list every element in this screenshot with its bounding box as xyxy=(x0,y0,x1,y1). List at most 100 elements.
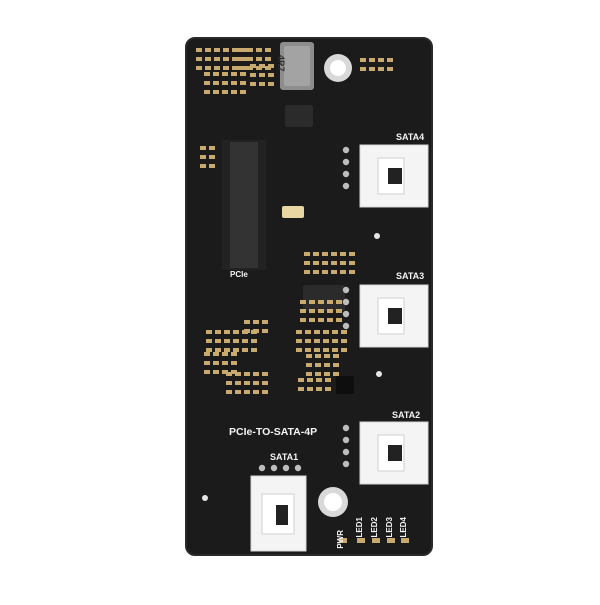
connector-pin xyxy=(294,464,302,472)
smd-pad xyxy=(298,387,304,391)
smd-pad xyxy=(378,58,384,62)
smd-pad xyxy=(341,348,347,352)
inductor xyxy=(280,42,314,90)
smd-pad xyxy=(259,64,265,68)
smd-pad xyxy=(200,155,206,159)
smd-pad xyxy=(253,372,259,376)
smd-pad xyxy=(196,48,202,52)
smd-pad xyxy=(224,348,230,352)
smd-pad xyxy=(268,82,274,86)
smd-pad xyxy=(226,372,232,376)
smd-pad xyxy=(231,72,237,76)
smd-pad xyxy=(251,339,257,343)
smd-pad xyxy=(305,339,311,343)
mounting-hole-bottom xyxy=(318,487,348,517)
smd-pad xyxy=(204,81,210,85)
smd-pad xyxy=(222,361,228,365)
smd-pad xyxy=(253,381,259,385)
connector-pin xyxy=(342,170,350,178)
smd-pad xyxy=(318,318,324,322)
smd-pad xyxy=(316,378,322,382)
smd-pad xyxy=(235,390,241,394)
connector-pins xyxy=(258,146,350,472)
smd-pad xyxy=(333,354,339,358)
smd-pad xyxy=(205,48,211,52)
smd-pad xyxy=(323,348,329,352)
smd-pad xyxy=(314,348,320,352)
smd-pad xyxy=(242,339,248,343)
smd-pad xyxy=(309,300,315,304)
smd-pad xyxy=(309,309,315,313)
smd-pad xyxy=(209,164,215,168)
smd-pad xyxy=(341,330,347,334)
via-holes xyxy=(202,233,382,501)
smd-pad xyxy=(262,320,268,324)
smd-pad xyxy=(213,72,219,76)
smd-pad xyxy=(222,72,228,76)
connector-pin xyxy=(342,158,350,166)
smd-pad xyxy=(244,329,250,333)
smd-pad xyxy=(200,164,206,168)
smd-pad xyxy=(316,387,322,391)
smd-pad xyxy=(213,361,219,365)
smd-pad xyxy=(247,57,253,61)
smd-pad xyxy=(196,57,202,61)
smd-pad xyxy=(253,390,259,394)
smd-pad xyxy=(300,309,306,313)
connector-pin xyxy=(342,424,350,432)
led-row xyxy=(339,538,409,543)
smd-pad xyxy=(318,300,324,304)
sata3-connector xyxy=(359,284,429,348)
smd-pad xyxy=(209,146,215,150)
smd-pad xyxy=(325,387,331,391)
smd-pad xyxy=(224,330,230,334)
smd-pad xyxy=(205,57,211,61)
smd-pad xyxy=(240,90,246,94)
sata4-label: SATA4 xyxy=(396,132,425,142)
connector-pin xyxy=(342,146,350,154)
smd-pad xyxy=(298,378,304,382)
smd-pad xyxy=(306,363,312,367)
smd-pad xyxy=(387,67,393,71)
smd-pad xyxy=(327,300,333,304)
smd-pad xyxy=(322,261,328,265)
connector-pin xyxy=(342,436,350,444)
smd-pad xyxy=(307,378,313,382)
smd-pad xyxy=(200,146,206,150)
smd-pad xyxy=(213,370,219,374)
smd-pad xyxy=(323,330,329,334)
connector-pin xyxy=(342,448,350,456)
smd-pad xyxy=(305,348,311,352)
smd-pad xyxy=(206,330,212,334)
smd-pad xyxy=(304,261,310,265)
smd-pad xyxy=(387,58,393,62)
connector-pin xyxy=(282,464,290,472)
smd-pad xyxy=(256,48,262,52)
smd-pad xyxy=(231,81,237,85)
smd-pad xyxy=(341,339,347,343)
smd-pad xyxy=(215,330,221,334)
smd-pad xyxy=(262,372,268,376)
smd-pad xyxy=(360,58,366,62)
smd-pad xyxy=(240,72,246,76)
smd-pad xyxy=(233,339,239,343)
sata4-connector xyxy=(359,144,429,208)
smd-pad xyxy=(318,309,324,313)
smd-pad xyxy=(214,57,220,61)
smd-pad xyxy=(322,252,328,256)
led-label-4: LED4 xyxy=(399,517,408,538)
smd-pad xyxy=(268,64,274,68)
smd-pad xyxy=(215,348,221,352)
smd-pad xyxy=(213,90,219,94)
smd-pad xyxy=(340,261,346,265)
smd-pad xyxy=(256,57,262,61)
smd-pad xyxy=(315,372,321,376)
smd-pad xyxy=(336,300,342,304)
connector-pin xyxy=(342,286,350,294)
connector-pin xyxy=(342,322,350,330)
smd-pad xyxy=(223,48,229,52)
smd-pad xyxy=(307,387,313,391)
smd-pad xyxy=(313,252,319,256)
smd-pad xyxy=(325,378,331,382)
